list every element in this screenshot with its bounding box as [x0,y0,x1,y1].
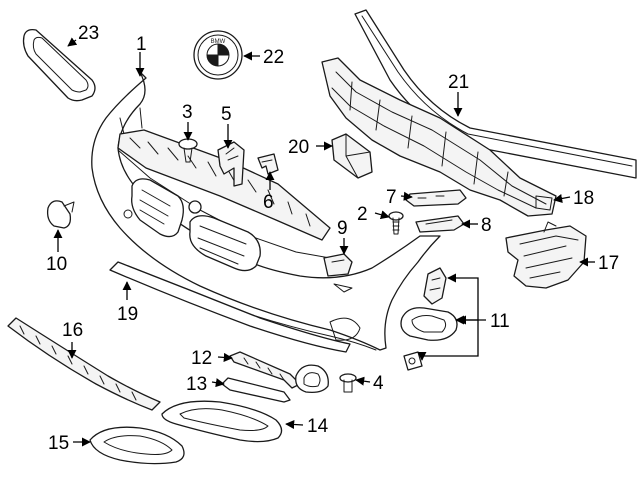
callout-21: 21 [448,72,469,93]
callout-14: 14 [307,416,329,437]
callout-10: 10 [46,254,67,275]
callout-2: 2 [357,204,368,225]
part-16-spoiler-strip [7,317,161,411]
emblem-lettering: BMW [211,39,226,45]
part-17-side-bracket [505,221,587,289]
part-12-grille-strip [229,351,301,389]
callout-1: 1 [136,34,147,55]
leader-lines [53,37,595,447]
callout-11: 11 [490,311,510,332]
callout-9: 9 [337,218,348,239]
callout-23: 23 [78,23,99,44]
part-22-bmw-emblem: BMW [193,30,243,80]
part-15-bezel [89,426,185,465]
callout-4: 4 [373,373,384,394]
part-13-trim-strip [221,377,291,403]
part-7-bracket [405,189,467,207]
callout-22: 22 [263,47,284,68]
part-4-clip [339,373,357,393]
callout-3: 3 [182,102,193,123]
part-3-push-clip [178,138,198,163]
callout-17: 17 [598,253,619,274]
part-18-bumper-reinforcement [321,57,557,217]
part-1-bumper-cover [91,71,441,351]
callout-6: 6 [263,192,274,213]
callout-7: 7 [386,187,397,208]
part-fog-lamp-surround [295,364,329,394]
part-10-tow-hook-cover [46,200,75,229]
part-6-clip [257,153,279,175]
part-19-lower-strip [109,261,351,353]
part-14-bezel [161,400,283,443]
callout-19: 19 [117,304,138,325]
callout-13: 13 [186,374,207,395]
part-5-bracket [217,141,245,187]
callout-20: 20 [288,137,309,158]
callout-5: 5 [221,104,232,125]
callout-15: 15 [48,433,69,454]
callout-8: 8 [481,215,492,236]
callout-labels: 1 2 3 4 5 6 7 8 9 10 11 12 13 14 15 16 1… [46,23,619,454]
part-11-fog-lamp-holder [400,267,458,371]
part-8-bracket [415,215,465,233]
part-23-trim-frame [22,28,96,102]
callout-18: 18 [573,188,594,209]
part-9-bracket [323,253,353,277]
part-20-bracket [331,133,373,179]
callout-16: 16 [62,320,83,341]
callout-12: 12 [191,348,212,369]
part-2-screw [388,211,404,235]
